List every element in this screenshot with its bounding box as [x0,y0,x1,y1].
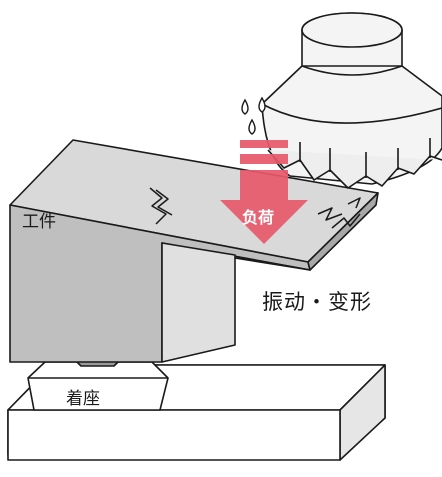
workpiece [9,139,379,363]
load-arrow-icon [220,140,308,244]
milling-cutter-icon [261,12,442,189]
vibration-deformation-label: 振动・变形 [262,290,372,314]
seat-label: 着座 [66,389,100,409]
seat-block [27,359,169,411]
workpiece-label: 工件 [22,212,56,232]
coolant-drops-icon [241,96,266,135]
load-label: 负荷 [242,208,275,227]
crack-icon [149,187,361,229]
